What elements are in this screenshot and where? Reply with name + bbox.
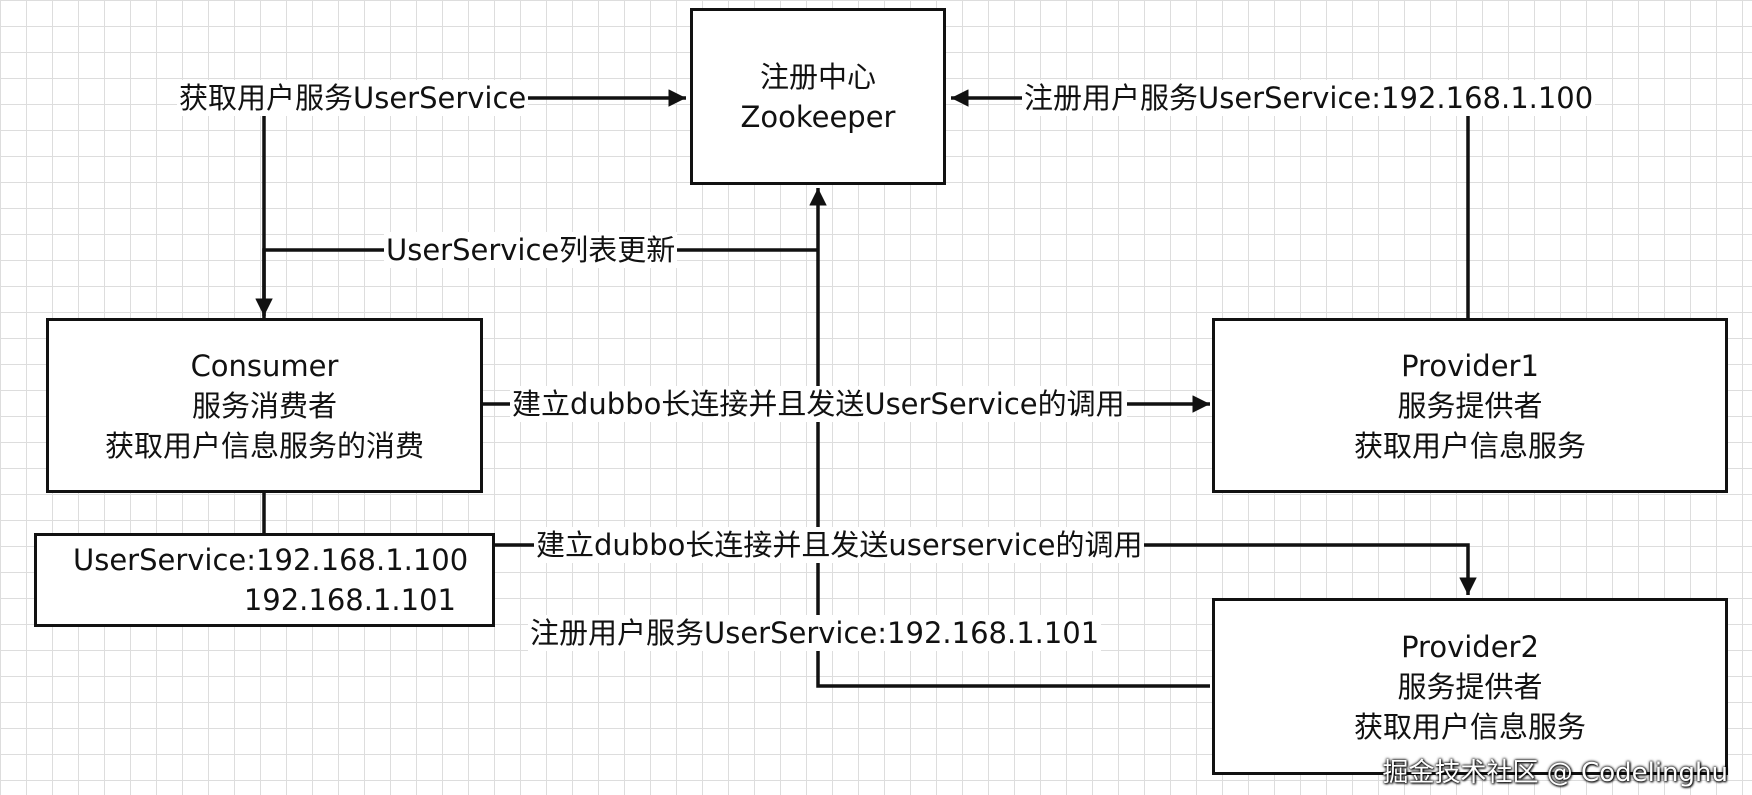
label-consumer-get-service: 获取用户服务UserService (177, 80, 529, 116)
edge-provider1-register (951, 89, 1470, 318)
consumer-node: Consumer 服务消费者 获取用户信息服务的消费 (46, 318, 483, 493)
provider1-title: Provider1 (1401, 348, 1539, 383)
provider2-title: Provider2 (1401, 629, 1539, 664)
watermark: 掘金技术社区 @ Codelinghu (1382, 758, 1728, 788)
label-call-provider2: 建立dubbo长连接并且发送userservice的调用 (534, 527, 1145, 563)
provider1-role: 服务提供者 (1397, 388, 1543, 423)
provider1-node: Provider1 服务提供者 获取用户信息服务 (1212, 318, 1728, 493)
consumer-role: 服务消费者 (191, 388, 337, 423)
zookeeper-node: 注册中心 Zookeeper (690, 8, 946, 185)
edge-consumer-get-service (262, 89, 686, 318)
label-provider1-register: 注册用户服务UserService:192.168.1.100 (1022, 80, 1596, 116)
service-list-node: UserService:192.168.1.100 192.168.1.101 (34, 533, 495, 627)
consumer-title: Consumer (190, 348, 339, 383)
service-list-line-1: UserService:192.168.1.100 (73, 543, 469, 577)
service-list-line-2: 192.168.1.101 (243, 583, 456, 617)
zookeeper-title: 注册中心 (759, 59, 876, 94)
label-provider2-register: 注册用户服务UserService:192.168.1.101 (528, 615, 1102, 651)
consumer-desc: 获取用户信息服务的消费 (104, 428, 424, 463)
provider1-desc: 获取用户信息服务 (1353, 428, 1586, 463)
provider2-desc: 获取用户信息服务 (1353, 709, 1586, 744)
edge-provider2-register (809, 188, 1210, 688)
label-call-provider1: 建立dubbo长连接并且发送UserService的调用 (510, 386, 1127, 422)
provider2-role: 服务提供者 (1397, 669, 1543, 704)
provider2-node: Provider2 服务提供者 获取用户信息服务 (1212, 598, 1728, 775)
label-list-update: UserService列表更新 (384, 232, 678, 268)
zookeeper-name: Zookeeper (740, 99, 896, 134)
